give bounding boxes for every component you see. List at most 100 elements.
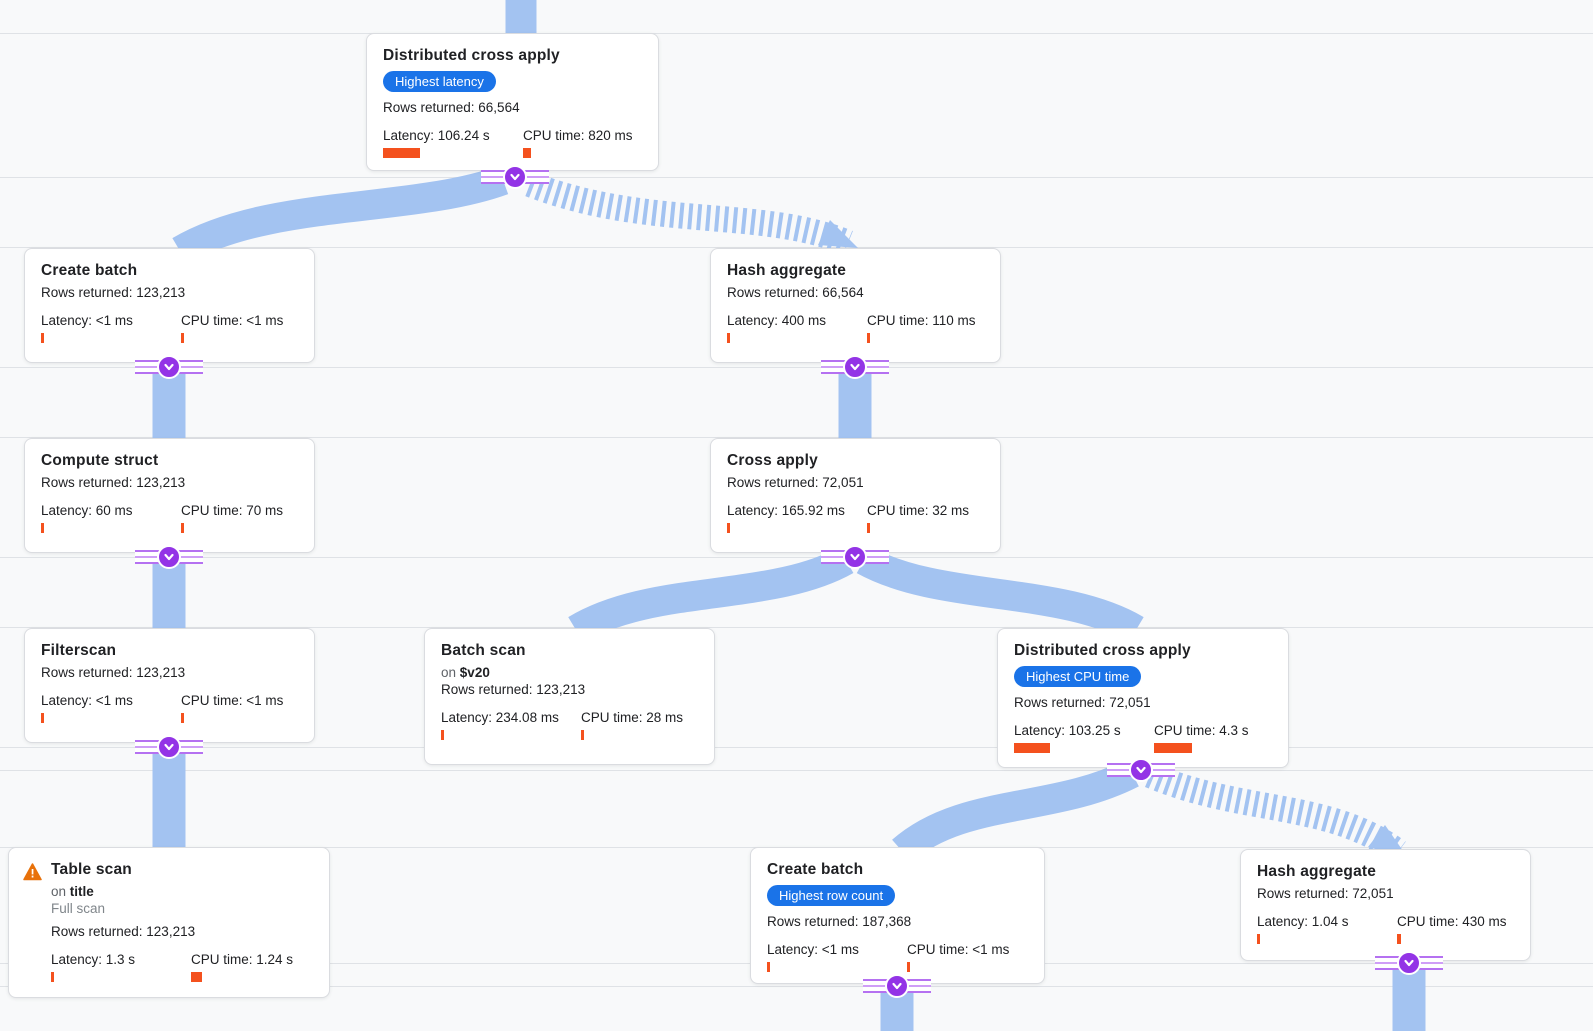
cpu-bar	[181, 523, 184, 533]
collapse-connector-dca2[interactable]	[1107, 758, 1175, 782]
collapse-connector-hash-aggregate-2[interactable]	[1375, 951, 1443, 975]
latency-bar	[1257, 934, 1260, 944]
latency-stat: Latency: 234.08 ms	[441, 710, 581, 740]
depth-line	[0, 367, 1593, 368]
cpu-stat: CPU time: 430 ms	[1397, 914, 1507, 944]
cpu-bar	[907, 962, 910, 972]
depth-line	[0, 986, 1593, 987]
cpu-stat: CPU time: 70 ms	[181, 503, 283, 533]
latency-bar	[383, 148, 420, 158]
warning-triangle-icon	[23, 863, 42, 886]
chevron-down-icon	[843, 355, 867, 379]
latency-bar	[441, 730, 444, 740]
chevron-down-icon	[503, 165, 527, 189]
collapse-connector-compute-struct[interactable]	[135, 545, 203, 569]
depth-line	[0, 627, 1593, 628]
node-title: Distributed cross apply	[383, 47, 560, 64]
collapse-connector-cross-apply[interactable]	[821, 545, 889, 569]
rows-returned: Rows returned: 66,564	[383, 100, 520, 115]
latency-bar	[727, 523, 730, 533]
rows-returned: Rows returned: 123,213	[41, 285, 186, 300]
node-title: Cross apply	[727, 452, 818, 469]
plan-node-distributed-cross-apply-1[interactable]: Distributed cross apply Highest latency …	[366, 33, 659, 171]
cpu-stat: CPU time: <1 ms	[181, 693, 283, 723]
highest-row-count-badge: Highest row count	[767, 885, 896, 906]
collapse-connector-filterscan[interactable]	[135, 735, 203, 759]
plan-node-cross-apply[interactable]: Cross apply Rows returned: 72,051 Latenc…	[710, 438, 1001, 553]
latency-stat: Latency: 1.04 s	[1257, 914, 1397, 944]
plan-node-table-scan[interactable]: Table scan on title Full scan Rows retur…	[8, 847, 330, 998]
chevron-down-icon	[157, 355, 181, 379]
latency-bar	[51, 972, 54, 982]
rows-returned: Rows returned: 66,564	[727, 285, 864, 300]
highest-latency-badge: Highest latency	[383, 71, 496, 92]
cpu-stat: CPU time: <1 ms	[907, 942, 1009, 972]
chevron-down-icon	[1129, 758, 1153, 782]
chevron-down-icon	[1397, 951, 1421, 975]
rows-returned: Rows returned: 72,051	[1257, 886, 1394, 901]
latency-stat: Latency: 165.92 ms	[727, 503, 867, 533]
collapse-connector-create-batch-2[interactable]	[863, 974, 931, 998]
latency-stat: Latency: 103.25 s	[1014, 723, 1154, 753]
highest-cpu-time-badge: Highest CPU time	[1014, 666, 1142, 687]
latency-stat: Latency: <1 ms	[767, 942, 907, 972]
cpu-bar	[867, 523, 870, 533]
cpu-stat: CPU time: 820 ms	[523, 128, 633, 158]
node-title: Create batch	[41, 262, 138, 279]
latency-stat: Latency: 1.3 s	[51, 952, 191, 982]
rows-returned: Rows returned: 123,213	[41, 475, 186, 490]
latency-stat: Latency: 106.24 s	[383, 128, 523, 158]
node-title: Hash aggregate	[727, 262, 847, 279]
depth-line	[0, 177, 1593, 178]
cpu-bar	[181, 713, 184, 723]
edge-arrow-fan	[818, 220, 858, 248]
latency-bar	[727, 333, 730, 343]
depth-line	[0, 33, 1593, 34]
plan-node-compute-struct[interactable]: Compute struct Rows returned: 123,213 La…	[24, 438, 315, 553]
chevron-down-icon	[885, 974, 909, 998]
rows-returned: Rows returned: 72,051	[727, 475, 864, 490]
depth-line	[0, 557, 1593, 558]
cpu-stat: CPU time: 110 ms	[867, 313, 976, 343]
collapse-connector-dca1[interactable]	[481, 165, 549, 189]
chevron-down-icon	[157, 735, 181, 759]
node-title: Table scan	[51, 861, 132, 878]
cpu-stat: CPU time: 1.24 s	[191, 952, 293, 982]
collapse-connector-hash-aggregate-1[interactable]	[821, 355, 889, 379]
cpu-bar	[1397, 934, 1401, 944]
latency-bar	[41, 333, 44, 343]
scan-target: on title	[51, 884, 94, 899]
latency-bar	[767, 962, 770, 972]
cpu-stat: CPU time: 32 ms	[867, 503, 969, 533]
cpu-bar	[867, 333, 870, 343]
latency-bar	[41, 713, 44, 723]
depth-line	[0, 770, 1593, 771]
rows-returned: Rows returned: 72,051	[1014, 695, 1151, 710]
edge-dca1-create-batch	[172, 165, 509, 265]
node-title: Batch scan	[441, 642, 526, 659]
latency-stat: Latency: <1 ms	[41, 693, 181, 723]
cpu-bar	[581, 730, 584, 740]
latency-stat: Latency: <1 ms	[41, 313, 181, 343]
full-scan-note: Full scan	[51, 901, 106, 916]
cpu-bar	[1154, 743, 1192, 753]
latency-stat: Latency: 60 ms	[41, 503, 181, 533]
plan-node-distributed-cross-apply-2[interactable]: Distributed cross apply Highest CPU time…	[997, 628, 1289, 768]
plan-node-create-batch-1[interactable]: Create batch Rows returned: 123,213 Late…	[24, 248, 315, 363]
chevron-down-icon	[157, 545, 181, 569]
collapse-connector-create-batch-1[interactable]	[135, 355, 203, 379]
plan-node-batch-scan[interactable]: Batch scan on $v20 Rows returned: 123,21…	[424, 628, 715, 765]
rows-returned: Rows returned: 187,368	[767, 914, 912, 929]
plan-node-create-batch-2[interactable]: Create batch Highest row count Rows retu…	[750, 847, 1045, 984]
node-title: Distributed cross apply	[1014, 642, 1191, 659]
depth-line	[0, 747, 1593, 748]
rows-returned: Rows returned: 123,213	[441, 682, 586, 697]
plan-node-filterscan[interactable]: Filterscan Rows returned: 123,213 Latenc…	[24, 628, 315, 743]
depth-line	[0, 247, 1593, 248]
node-title: Create batch	[767, 861, 864, 878]
plan-node-hash-aggregate-1[interactable]: Hash aggregate Rows returned: 66,564 Lat…	[710, 248, 1001, 363]
cpu-bar	[523, 148, 531, 158]
latency-stat: Latency: 400 ms	[727, 313, 867, 343]
plan-node-hash-aggregate-2[interactable]: Hash aggregate Rows returned: 72,051 Lat…	[1240, 849, 1531, 961]
